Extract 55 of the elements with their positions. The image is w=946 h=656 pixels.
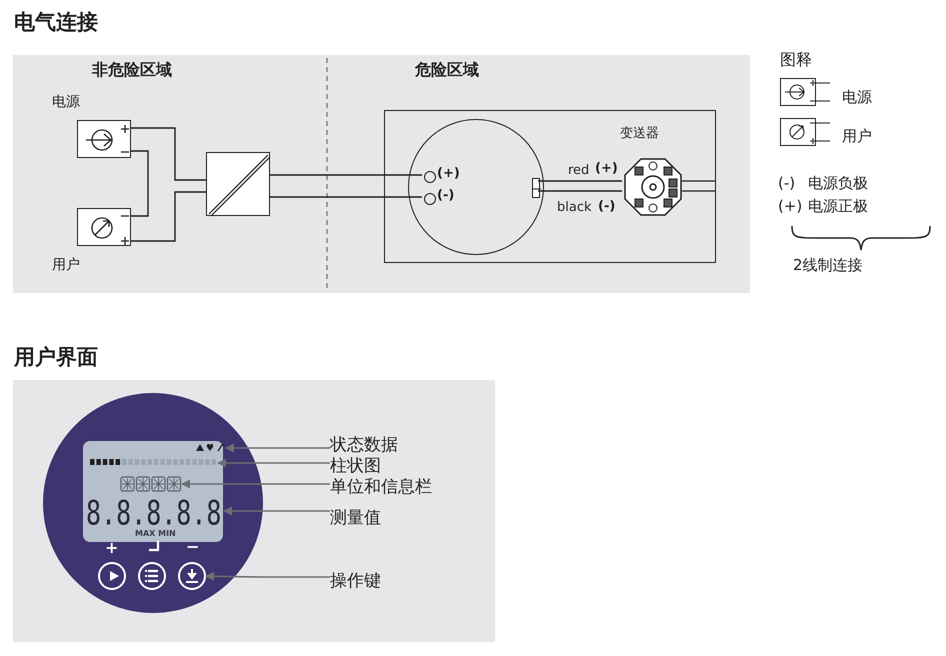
callout-text: 单位和信息栏: [330, 477, 440, 499]
callout-text: 状态数据: [330, 435, 410, 457]
lcd-screen: [83, 441, 223, 542]
wire: [131, 191, 206, 242]
menu-button: [138, 562, 166, 590]
enclosure-box: [384, 110, 716, 263]
node-label: 变送器: [620, 127, 659, 140]
polarity-label: (+): [595, 162, 618, 175]
terminal-circle: [424, 193, 436, 205]
brace-label: 2线制连接: [793, 258, 863, 273]
node-label: 电源: [52, 95, 80, 109]
polarity-label: (+): [778, 199, 802, 214]
wire: [270, 196, 422, 198]
zone-heading: 非危险区域: [92, 62, 172, 78]
legend-label: 电源: [842, 90, 872, 105]
legend-note: 电源负极: [808, 176, 868, 191]
button-sign: −: [186, 539, 200, 555]
polarity-label: (-): [778, 176, 796, 191]
bar-graph: [90, 458, 218, 466]
wire: [270, 174, 422, 176]
arrow: [217, 458, 330, 468]
legend-label: 用户: [842, 129, 872, 144]
wire: [131, 127, 206, 181]
button-sign: +: [105, 540, 118, 556]
arrow: [225, 444, 330, 452]
terminal-block: [532, 178, 540, 198]
heading: 用户界面: [14, 347, 98, 368]
callout-text: 操作键: [330, 571, 390, 593]
legend-heading: 图释: [780, 52, 812, 68]
zone-heading: 危险区域: [415, 62, 479, 78]
play-button: [98, 562, 126, 590]
wire: [131, 150, 149, 217]
arrow: [181, 480, 330, 488]
wire: [538, 180, 622, 182]
terminal-circle: [424, 171, 436, 183]
download-button: [178, 562, 206, 590]
polarity-label: (-): [598, 200, 616, 213]
callout-text: 柱状图: [330, 456, 390, 478]
arrow: [205, 572, 330, 581]
lcd-label: MAX MIN: [135, 530, 176, 538]
status-symbols-icon: [194, 443, 226, 453]
legend-note: 电源正极: [808, 199, 868, 214]
housing-circle: [408, 119, 544, 255]
user-box: [77, 208, 131, 246]
power-supply-box: [77, 120, 131, 158]
heading: 电气连接: [14, 12, 98, 33]
callout-text: 测量值: [330, 508, 390, 530]
transmitter-drawing: [623, 157, 683, 217]
polarity-label: (-): [437, 189, 454, 202]
node-label: 用户: [52, 258, 80, 272]
polarity-label: (+): [437, 167, 460, 180]
arrow: [223, 506, 330, 516]
isolator-box: [206, 152, 270, 216]
wire: [538, 190, 622, 192]
unit-field: [120, 476, 182, 492]
